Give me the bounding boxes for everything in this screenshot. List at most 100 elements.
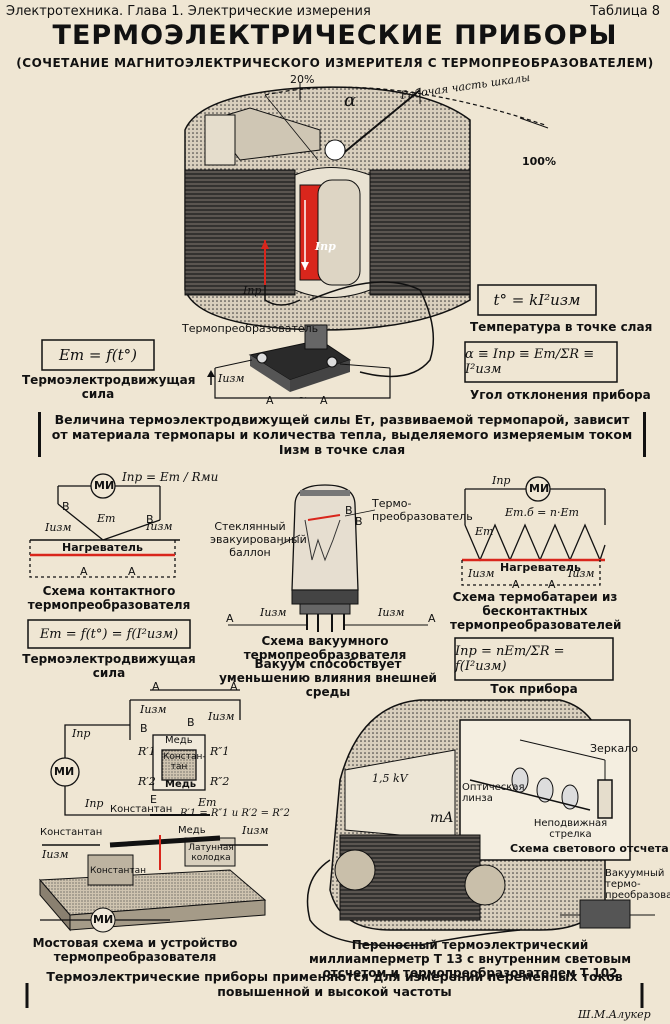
alpha-caption: Угол отклонения прибора: [470, 388, 651, 402]
vacuum-glass-label: Стеклянный эвакуированный баллон: [210, 520, 307, 559]
vacuum-thermo-label: Термо-преобразователь: [372, 497, 473, 523]
bridge-r2pp: R″2: [210, 775, 230, 788]
t-caption: Температура в точке слая: [470, 320, 653, 334]
meter-scale-text: 1,5 kV: [372, 772, 408, 785]
bridge-b2: B: [187, 716, 195, 729]
bridge-ipr2: Iпр: [85, 797, 104, 810]
thermobattery: [461, 476, 606, 586]
tilde-top: ~: [298, 391, 308, 404]
contact-b2: B: [146, 513, 154, 526]
page-subtitle: (СОЧЕТАНИЕ МАГНИТОЭЛЕКТРИЧЕСКОГО ИЗМЕРИТ…: [16, 56, 654, 70]
bridge-schematic: [50, 689, 241, 816]
et-formula: Eт = f(t°): [58, 346, 138, 364]
bridge-et: Eт: [198, 796, 217, 809]
meter-arrow: Неподвижная стрелка: [533, 818, 608, 840]
et-caption: Термоэлектродвижущая сила: [22, 373, 196, 401]
bridge-r1pp: R″1: [210, 745, 230, 758]
i-pr-left-label: Iпр: [243, 284, 262, 297]
vacuum-b1: B: [345, 504, 353, 517]
bridge-izm-right: Iизм: [208, 710, 235, 723]
signature: Ш.М.Алукер: [578, 1008, 651, 1021]
portable-meter: [306, 699, 655, 947]
vacuum-a1: A: [226, 612, 234, 625]
vacuum-i1: Iизм: [260, 606, 287, 619]
vacuum-caption: Схема вакуумного термопреобразователя: [243, 634, 407, 662]
contact-caption: Схема контактного термопреобразователя: [27, 584, 191, 612]
bridge-konst-lbl: Константан: [40, 827, 103, 838]
alpha-label: α: [344, 90, 357, 111]
battery-formula: Iпр = nEт/ΣR = f(I²изм): [455, 644, 565, 674]
battery-izm-r: Iизм: [568, 567, 595, 580]
battery-et: Eт: [475, 525, 494, 538]
contact-formula-caption: Термоэлектродвижущая сила: [22, 652, 196, 680]
battery-i-pr: Iпр: [492, 474, 511, 487]
bridge-b1: B: [140, 722, 148, 735]
contact-schematic: [29, 473, 180, 578]
thermo-converter-label: Термопреобразователь: [182, 322, 319, 335]
bridge-konst-lbl2: Константан: [90, 866, 147, 876]
bridge-konst: Констан-тан: [163, 752, 206, 772]
meter-lens: Оптическая линза: [462, 782, 525, 804]
contact-ipr-eq: Iпр = Eт / Rми: [122, 470, 219, 484]
magnet-instrument: [184, 82, 549, 378]
bridge-latun: Латунная колодка: [188, 843, 234, 863]
battery-caption: Схема термобатареи из бесконтактных терм…: [450, 590, 622, 632]
a-right-top: A: [320, 394, 328, 407]
bridge-izm-top: Iизм: [140, 703, 167, 716]
meter-vac: Вакуумный термо-преобразователь: [605, 868, 670, 901]
contact-izm-l: Iизм: [45, 521, 72, 534]
battery-a2: A: [548, 578, 556, 591]
bridge-konstantan: Константан: [110, 804, 173, 815]
contact-b1: B: [62, 500, 70, 513]
battery-izm-l: Iизм: [468, 567, 495, 580]
note-top: Величина термоэлектродвижущей силы Eт, р…: [38, 412, 646, 457]
contact-izm-r: Iизм: [146, 520, 173, 533]
i-pr-coil-label: Iпр: [315, 240, 336, 253]
vacuum-note: Вакуум способствует уменьшению влияния в…: [219, 657, 437, 699]
bridge-r1p: R′1: [138, 745, 156, 758]
contact-mi: МИ: [94, 479, 115, 492]
bridge-eq: R′1 = R″1 и R′2 = R″2: [180, 808, 290, 819]
bridge-device: [38, 835, 268, 933]
contact-a1: A: [80, 565, 88, 578]
meter-caption: Переносный термоэлектрический миллиампер…: [309, 938, 631, 980]
bridge-izm-r: Iизм: [242, 824, 269, 837]
battery-mi: МИ: [529, 482, 550, 495]
header-left: Электротехника. Глава 1. Электрические и…: [6, 4, 371, 19]
bridge-caption: Мостовая схема и устройство термопреобра…: [32, 936, 238, 964]
vacuum-i2: Iизм: [378, 606, 405, 619]
bridge-med: Медь: [165, 735, 193, 746]
scale-100-label: 100%: [522, 155, 556, 168]
battery-a1: A: [512, 578, 520, 591]
contact-a2: A: [128, 565, 136, 578]
battery-formula-caption: Ток прибора: [490, 682, 578, 696]
thermo-converter-top: [207, 324, 391, 399]
meter-ma: mA: [430, 810, 454, 826]
contact-formula: Eт = f(t°) = f(I²изм): [39, 626, 179, 642]
bridge-e1: E: [150, 793, 157, 806]
bridge-a2: A: [230, 680, 238, 693]
page-title: ТЕРМОЭЛЕКТРИЧЕСКИЕ ПРИБОРЫ: [52, 20, 618, 51]
meter-scheme: Схема светового отсчета: [510, 842, 669, 855]
bridge-r2p: R′2: [138, 775, 156, 788]
header-right: Таблица 8: [590, 4, 660, 19]
i-izm-top-label: Iизм: [218, 372, 245, 385]
bridge-med-lbl: Медь: [178, 825, 206, 836]
vacuum-b2: B: [355, 515, 363, 528]
note-bottom: Термоэлектрические приборы применяются д…: [46, 969, 623, 999]
t-formula: t° = kI²изм: [493, 291, 581, 309]
a-left-top: A: [266, 394, 274, 407]
bridge-mi: МИ: [54, 765, 75, 778]
vacuum-a2: A: [428, 612, 436, 625]
battery-heater: Нагреватель: [500, 561, 581, 574]
vacuum-lamp: [228, 484, 428, 632]
bridge-ipr1: Iпр: [72, 727, 91, 740]
meter-mirror: Зеркало: [590, 742, 638, 755]
bridge-izm-l: Iизм: [42, 848, 69, 861]
battery-et-eq: Eт.б = n·Eт: [505, 506, 579, 519]
contact-et: Eт: [97, 512, 116, 525]
bridge-med2: Медь: [165, 779, 197, 790]
alpha-formula: α ≡ Iпр ≡ Eт/ΣR ≡ I²изм: [465, 347, 595, 377]
bridge-mi2: МИ: [93, 913, 114, 926]
